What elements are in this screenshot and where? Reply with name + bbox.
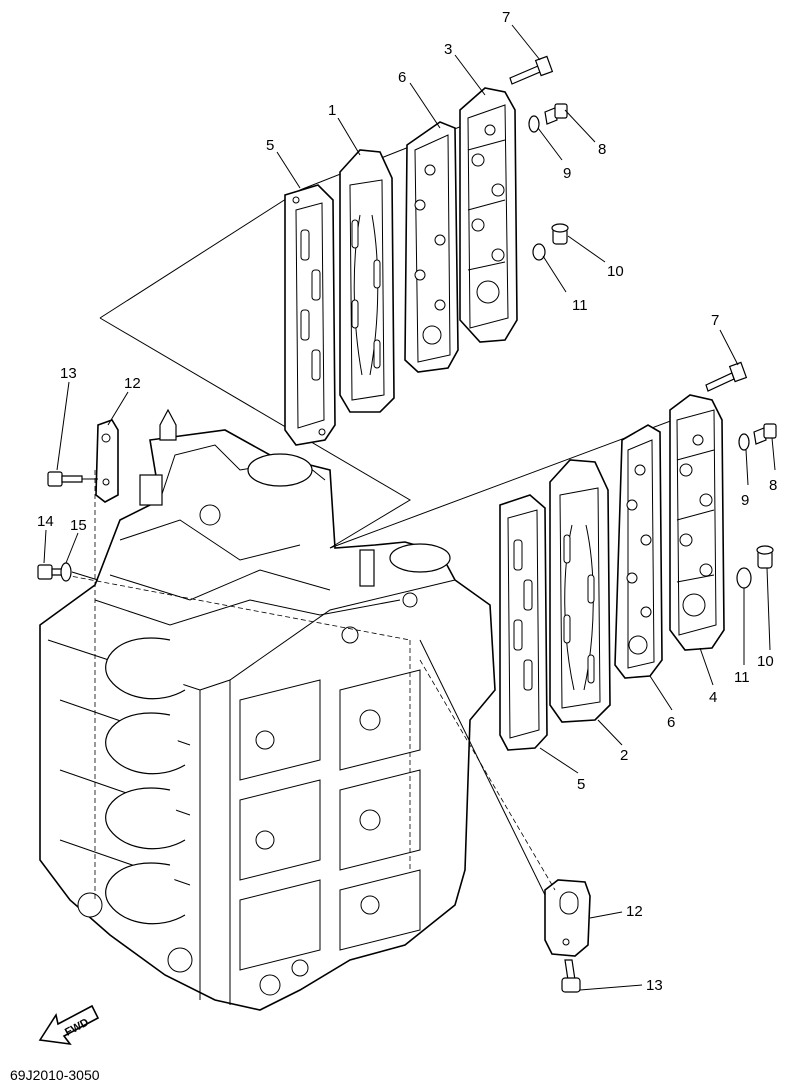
- upper-envelope-link: [299, 114, 491, 191]
- lower-washer-9: [738, 433, 750, 451]
- callout-lower-8: 8: [769, 477, 777, 494]
- upper-envelope-bottom: [99, 317, 411, 549]
- upper-gasket-5: [284, 184, 336, 446]
- callout-upper-5: 5: [266, 137, 274, 154]
- callout-upper-7: 7: [502, 9, 510, 26]
- cylinder-block: [39, 408, 496, 1011]
- left-bolt-14-axis: [71, 571, 99, 581]
- callout-bottom-12: 12: [626, 903, 643, 920]
- callout-left-12: 12: [124, 375, 141, 392]
- left-bracket-12: [95, 419, 119, 503]
- callout-lower-7: 7: [711, 312, 719, 329]
- lower-exhaust-cover-2: [549, 459, 611, 723]
- callout-upper-11: 11: [572, 297, 588, 314]
- upper-plug-10: [551, 223, 569, 245]
- bottom-bolt-13: [561, 959, 581, 993]
- callout-lower-5: 5: [577, 776, 585, 793]
- callout-lower-2: 2: [620, 747, 628, 764]
- lower-exhaust-outer-cover-4: [669, 394, 725, 651]
- lower-gasket-6: [614, 424, 663, 679]
- lower-washer-11: [736, 567, 752, 589]
- lower-plug-10: [756, 545, 774, 569]
- upper-envelope-top: [99, 189, 301, 319]
- lower-bolt-8: [753, 423, 777, 445]
- callout-lower-11: 11: [734, 669, 750, 686]
- upper-washer-9: [528, 115, 540, 133]
- bottom-bracket-guide: [419, 659, 556, 891]
- upper-bolt-7: [509, 55, 554, 85]
- callout-upper-9: 9: [563, 165, 571, 182]
- upper-exhaust-cover-1: [339, 149, 395, 413]
- callout-upper-10: 10: [607, 263, 624, 280]
- bottom-bracket-12: [544, 879, 591, 957]
- callout-upper-6: 6: [398, 69, 406, 86]
- callout-bottom-13: 13: [646, 977, 663, 994]
- bottom-bracket-leader: [419, 639, 546, 896]
- leader-lines: [43, 24, 776, 991]
- upper-bolt-8: [544, 103, 568, 125]
- upper-exhaust-outer-cover-3: [459, 87, 518, 343]
- upper-washer-11: [532, 243, 546, 261]
- callout-lower-4: 4: [709, 689, 717, 706]
- callout-left-14: 14: [37, 513, 54, 530]
- callout-left-13: 13: [60, 365, 77, 382]
- drawing-code: 69J2010-3050: [10, 1067, 100, 1083]
- callout-upper-3: 3: [444, 41, 452, 58]
- callout-upper-1: 1: [328, 102, 336, 119]
- callout-left-15: 15: [70, 517, 87, 534]
- callout-lower-10: 10: [757, 653, 774, 670]
- lower-bolt-7: [705, 361, 748, 392]
- callout-upper-8: 8: [598, 141, 606, 158]
- fwd-arrow-icon: FWD: [38, 1004, 100, 1046]
- left-washer-15: [60, 562, 72, 582]
- left-bolt-13: [47, 471, 83, 487]
- upper-gasket-6: [404, 121, 459, 373]
- lower-gasket-5: [499, 494, 548, 751]
- callout-lower-6: 6: [667, 714, 675, 731]
- callout-lower-9: 9: [741, 492, 749, 509]
